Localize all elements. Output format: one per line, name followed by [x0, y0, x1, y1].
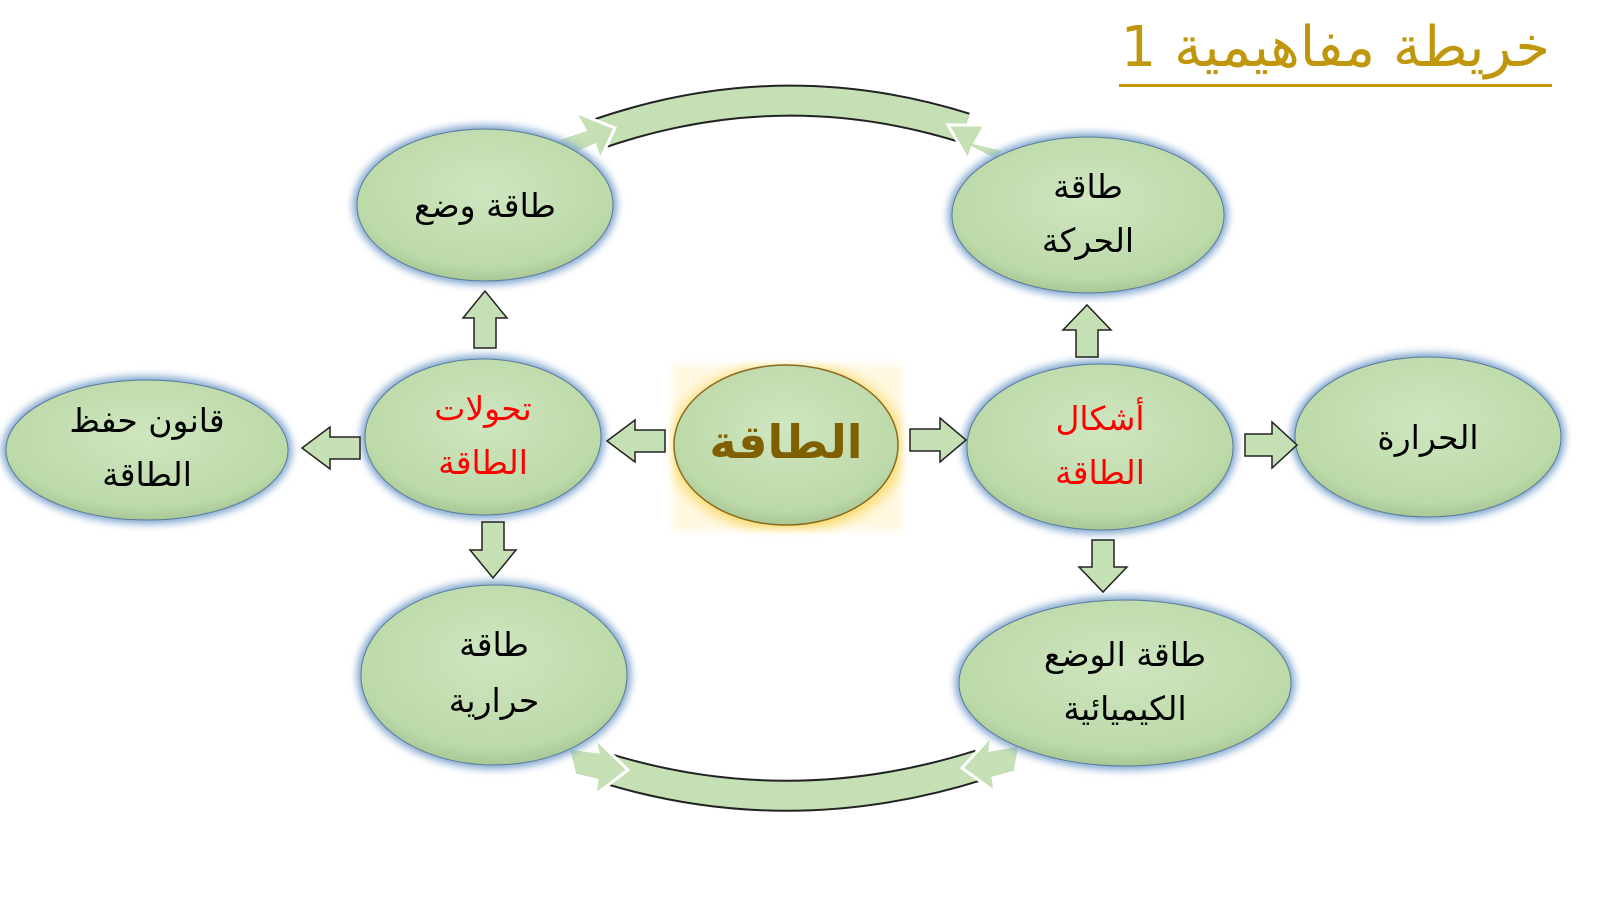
arrow-to-heat — [1244, 420, 1299, 470]
node-label: الكيميائية — [1063, 689, 1186, 728]
arrow-to-conservation — [300, 425, 361, 471]
node-energy-transformations: تحولات الطاقة — [361, 355, 605, 519]
node-label: الحركة — [1042, 221, 1134, 260]
node-chemical-potential-energy: طاقة الوضع الكيميائية — [955, 596, 1295, 770]
node-label: الطاقة — [102, 455, 192, 494]
diagram-title: خريطة مفاهيمية 1 — [1118, 12, 1552, 87]
arrow-to-chemical — [1077, 539, 1129, 594]
node-potential-energy: طاقة وضع — [353, 125, 617, 285]
node-conservation-law: قانون حفظ الطاقة — [2, 376, 292, 524]
node-kinetic-energy: طاقة الحركة — [948, 133, 1228, 297]
node-label: طاقة — [1053, 167, 1123, 206]
node-thermal-energy: طاقة حرارية — [357, 581, 631, 769]
node-label: حرارية — [449, 681, 540, 720]
node-label: الطاقة — [438, 443, 528, 482]
node-label: طاقة — [459, 625, 529, 664]
center-label: الطاقة — [709, 415, 862, 469]
node-label: أشكال — [1055, 397, 1144, 438]
arrow-to-thermal — [468, 521, 518, 580]
curved-arrow-bottom — [565, 730, 1022, 812]
node-label: طاقة وضع — [414, 186, 556, 225]
node-label: تحولات — [434, 389, 531, 428]
curved-arrow-top — [552, 84, 1008, 165]
arrow-center-to-transformations — [605, 418, 666, 464]
node-heat: الحرارة — [1291, 353, 1565, 521]
node-label: الطاقة — [1055, 453, 1145, 492]
node-energy-forms: أشكال الطاقة — [963, 360, 1237, 534]
node-label: طاقة الوضع — [1044, 635, 1206, 674]
node-label: الحرارة — [1377, 418, 1478, 457]
arrow-to-kinetic — [1061, 303, 1113, 358]
arrow-center-to-forms — [909, 416, 968, 464]
arrow-to-potential — [461, 289, 509, 349]
center-node: الطاقة — [672, 364, 902, 530]
node-label: قانون حفظ — [69, 401, 224, 440]
